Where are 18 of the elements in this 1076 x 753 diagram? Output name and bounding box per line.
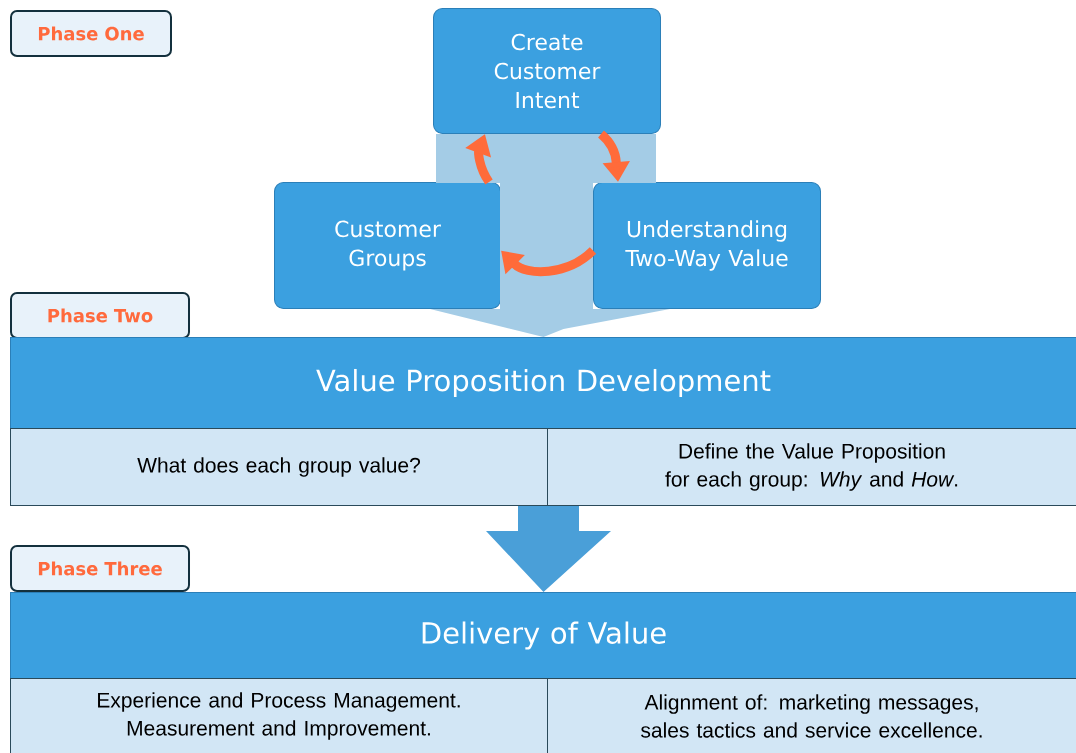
node-label: Define the Value Proposition for each group: Why and How. — [665, 443, 958, 491]
process-box: Create Customer Intent — [433, 8, 661, 134]
block-arrow — [486, 506, 611, 592]
process-box: Customer Groups — [274, 182, 501, 309]
header-band: Value Proposition Development — [10, 337, 1076, 429]
header-band: Delivery of Value — [10, 592, 1076, 679]
process-box: Understanding Two-Way Value — [593, 182, 821, 309]
phase-tag: Phase Three — [10, 545, 190, 592]
phase-tag: Phase Two — [10, 292, 190, 339]
phase-tag: Phase One — [10, 10, 172, 57]
table-cell: Experience and Process Management. Measurement and Improvement. — [10, 678, 548, 753]
table-cell: What does each group value? — [10, 428, 548, 506]
node-label: Alignment of: marketing messages, sales tactics and service excellence. — [641, 694, 982, 738]
table-cell: Define the Value Proposition for each group: Why and How. — [547, 428, 1076, 506]
block-arrow — [430, 134, 670, 337]
node-label: Experience and Process Management. Measurement and Improvement. — [98, 692, 460, 740]
table-cell: Alignment of: marketing messages, sales tactics and service excellence. — [547, 678, 1076, 753]
cycle-arrow — [501, 247, 596, 277]
